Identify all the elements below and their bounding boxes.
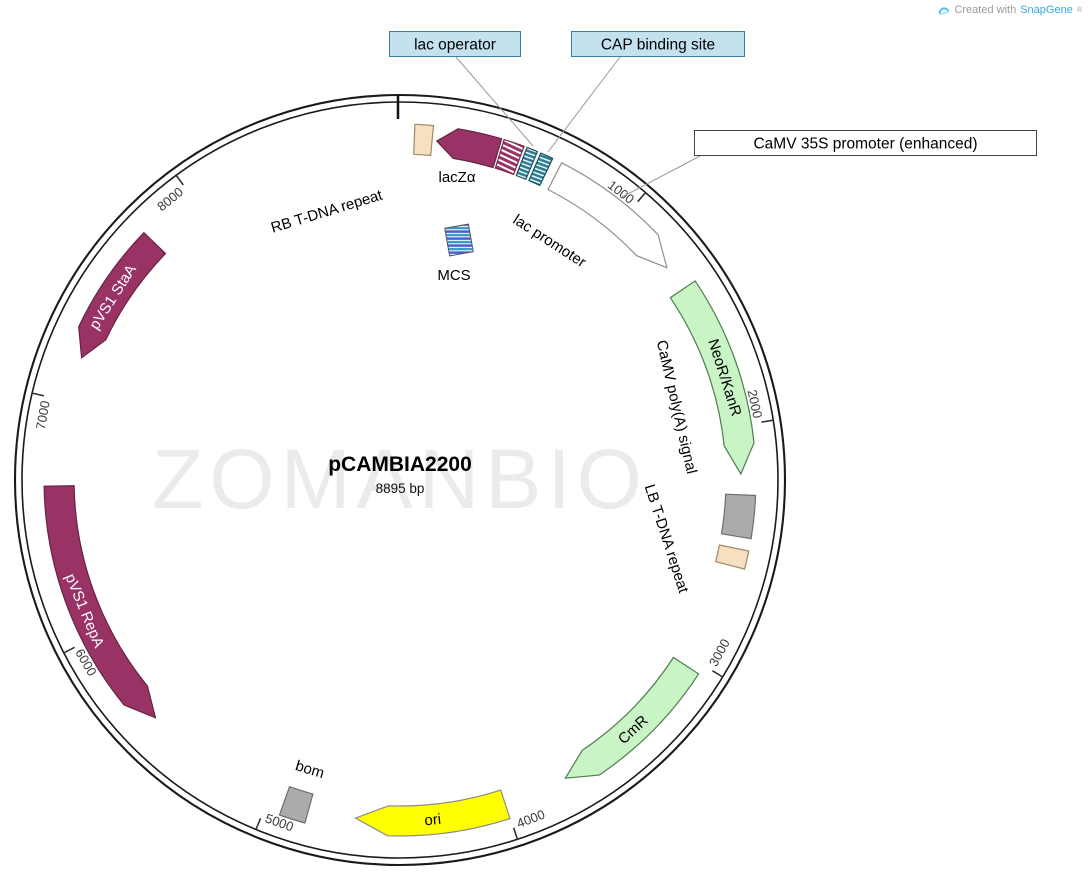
leader-lac-operator — [455, 56, 534, 147]
callout-box-lac-operator[interactable] — [389, 31, 521, 57]
callout-label-lac-operator[interactable]: lac operator — [414, 36, 496, 53]
plasmid-backbone — [13, 93, 787, 867]
feature-pvs1-repa-arrow[interactable] — [43, 485, 157, 719]
feature-ori-arrow[interactable] — [354, 789, 511, 837]
callout-box-cap-binding[interactable] — [571, 31, 745, 57]
callout-label-cap-binding[interactable]: CAP binding site — [601, 36, 715, 53]
tick-mark — [761, 419, 774, 423]
credit-brand: SnapGene — [1020, 4, 1073, 16]
leader-cap-binding — [547, 56, 621, 153]
feature-lac-operator[interactable] — [515, 146, 539, 181]
label-lb-tdna-repeat[interactable]: LB T-DNA repeat — [641, 482, 692, 596]
label-bom[interactable]: bom — [293, 757, 326, 782]
tick-mark — [255, 818, 262, 830]
tick-marks — [32, 96, 774, 840]
tick-mark — [175, 174, 184, 186]
callout-label-camv35s[interactable]: CaMV 35S promoter (enhanced) — [753, 135, 977, 152]
tick-mark — [637, 192, 647, 203]
credit-prefix: Created with — [954, 4, 1017, 16]
tick-mark — [512, 827, 519, 840]
callouts: lac operator CAP binding site CaMV 35S p… — [389, 31, 1037, 156]
tick-mark — [63, 646, 75, 654]
label-mcs[interactable]: MCS — [437, 267, 470, 284]
watermark-text: ZOMANBIO — [152, 432, 648, 526]
feature-lb-tdna-repeat[interactable] — [714, 544, 750, 570]
label-rb-tdna-repeat[interactable]: RB T-DNA repeat — [269, 186, 385, 236]
feature-mcs-box[interactable] — [444, 223, 474, 257]
registered-mark: ® — [1076, 6, 1082, 14]
plasmid-title-group: pCAMBIA2200 8895 bp — [328, 453, 472, 496]
feature-pvs1-staa-arrow[interactable] — [78, 231, 167, 359]
tick-label-4000: 4000 — [515, 807, 547, 831]
feature-rb-tdna-repeat[interactable] — [413, 123, 435, 157]
tick-label-7000: 7000 — [33, 400, 53, 431]
callout-box-camv35s[interactable] — [694, 130, 1037, 156]
snapgene-logo-icon — [939, 7, 950, 16]
feature-cap-binding-site[interactable] — [528, 152, 554, 187]
leader-camv35s — [621, 155, 701, 198]
callout-leader-lines — [455, 56, 701, 198]
feature-lac-promoter[interactable] — [494, 138, 525, 176]
label-lac-promoter[interactable]: lac promoter — [510, 211, 589, 271]
feature-bom[interactable] — [278, 785, 314, 824]
tick-label-3000: 3000 — [706, 636, 733, 669]
credit-line: Created with SnapGene® — [938, 4, 1082, 16]
feature-camv35s-promoter-arrow[interactable] — [547, 161, 668, 269]
tick-mark — [711, 670, 724, 678]
features — [43, 123, 757, 837]
label-camv-polya-signal[interactable]: CaMV poly(A) signal — [653, 338, 700, 475]
feature-laczalpha-arrow[interactable] — [435, 128, 503, 169]
tick-mark — [32, 392, 44, 397]
label-ori[interactable]: ori — [424, 811, 442, 830]
feature-cmr-arrow[interactable] — [564, 656, 700, 779]
feature-camv-polya-signal[interactable] — [720, 493, 757, 540]
plasmid-size: 8895 bp — [376, 481, 425, 496]
label-laczalpha[interactable]: lacZα — [438, 169, 475, 186]
feature-neor-kanr-arrow[interactable] — [669, 280, 755, 476]
plasmid-name: pCAMBIA2200 — [328, 453, 472, 476]
